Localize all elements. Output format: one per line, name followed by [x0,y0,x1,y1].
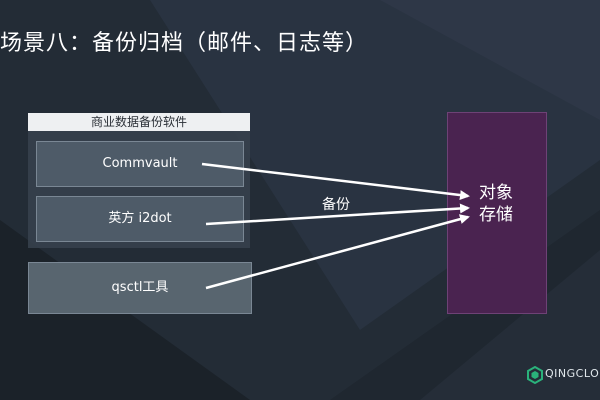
source-i2dot: 英方 i2dot [36,196,244,242]
qingcloud-logo-icon [527,366,543,384]
logo-text: QINGCLOUD [545,367,600,380]
source-qsctl: qsctl工具 [28,262,252,314]
source-commvault: Commvault [36,141,244,187]
qingcloud-logo: QINGCLOUD [527,364,600,386]
object-storage-label: 对象 存储 [447,182,545,226]
arrow-qsctl [205,214,470,290]
arrow-commvault [201,162,470,201]
backup-edge-label: 备份 [322,197,350,213]
arrow-i2dot [205,203,470,226]
slide-title: 场景八：备份归档（邮件、日志等） [0,31,369,56]
storage-label-line-2: 存储 [479,205,513,225]
storage-label-line-1: 对象 [479,183,513,203]
panel-header: 商业数据备份软件 [28,113,250,131]
